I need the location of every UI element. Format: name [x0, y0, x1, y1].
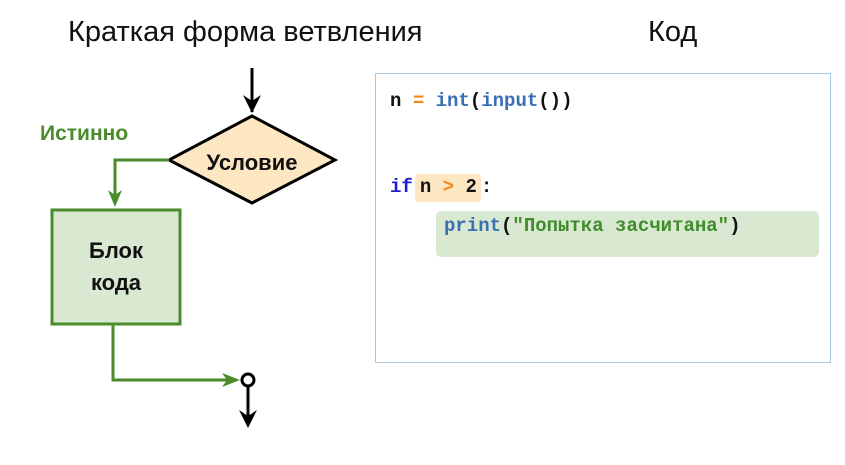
code-block-box: [50, 208, 182, 326]
code-assign-op: =: [412, 90, 425, 112]
join-node: [240, 372, 256, 388]
code-title: Код: [648, 16, 698, 48]
code-colon: :: [480, 176, 493, 198]
condition-label: Условие: [207, 150, 298, 175]
flowchart-title: Краткая форма ветвления: [68, 16, 423, 48]
code-string-literal: "Попытка засчитана": [512, 215, 730, 237]
code-input-func: input: [481, 90, 539, 112]
true-branch-line: [113, 158, 169, 198]
block-exit-line: [111, 324, 232, 382]
block-exit-arrowhead: [222, 373, 240, 387]
code-cond-num: 2: [465, 176, 477, 198]
code-block-label-line2: кода: [91, 270, 142, 295]
incoming-arrowhead: [243, 95, 261, 113]
code-line-3: print("Попытка засчитана"): [444, 215, 740, 237]
code-condition-highlight: n > 2: [414, 174, 481, 202]
outgoing-arrowhead: [239, 410, 257, 428]
code-print-func: print: [444, 215, 502, 237]
code-var-n: n: [390, 90, 402, 112]
code-print-paren-open: (: [501, 215, 513, 237]
code-block-label-line1: Блок: [89, 238, 144, 263]
flowchart: Условие Истинно Блок кода: [40, 68, 339, 428]
code-int-func: int: [435, 90, 470, 112]
code-paren: (: [469, 90, 482, 112]
code-parens-close: ()): [538, 90, 573, 112]
code-block-highlight: [436, 211, 819, 257]
code-cond-var: n: [419, 176, 432, 198]
code-gt-op: >: [442, 176, 455, 198]
code-line-1: n = int(input()): [390, 90, 572, 112]
true-branch-label: Истинно: [40, 122, 128, 145]
true-branch-arrowhead: [108, 190, 122, 207]
code-if-keyword: if: [390, 176, 413, 198]
code-print-paren-close: ): [729, 215, 741, 237]
condition-diamond: [165, 114, 339, 205]
